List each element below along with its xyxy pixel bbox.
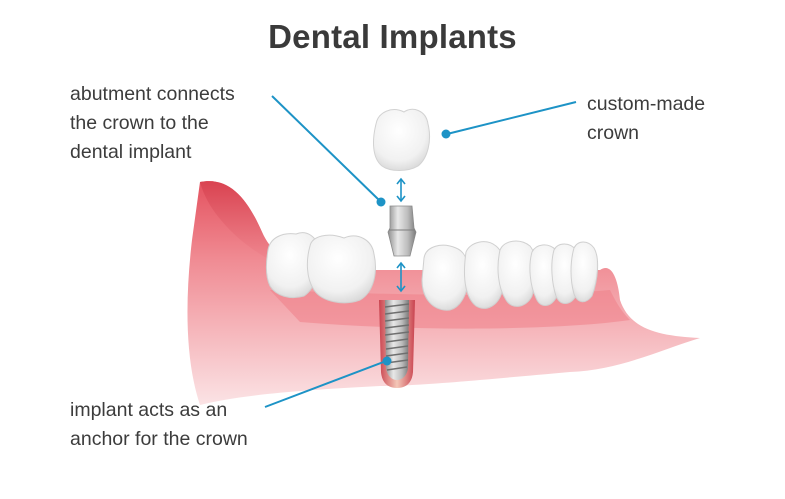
crown-tooth	[373, 108, 431, 171]
right-teeth	[421, 240, 599, 311]
left-teeth	[265, 232, 376, 304]
abutment-leader-line	[271, 95, 386, 207]
diagram-title: Dental Implants	[268, 18, 517, 55]
implant-callout-label: implant acts as an anchor for the crown	[70, 399, 248, 450]
implant-screw	[384, 300, 410, 380]
abutment	[387, 205, 417, 257]
abutment-implant-arrow	[396, 261, 406, 293]
crown-callout-label: custom-made crown	[587, 93, 706, 144]
implant-leader-line	[264, 356, 392, 408]
crown-abutment-arrow	[396, 177, 406, 203]
crown-leader-line	[441, 101, 577, 139]
abutment-callout-label: abutment connects the crown to the denta…	[70, 83, 235, 163]
